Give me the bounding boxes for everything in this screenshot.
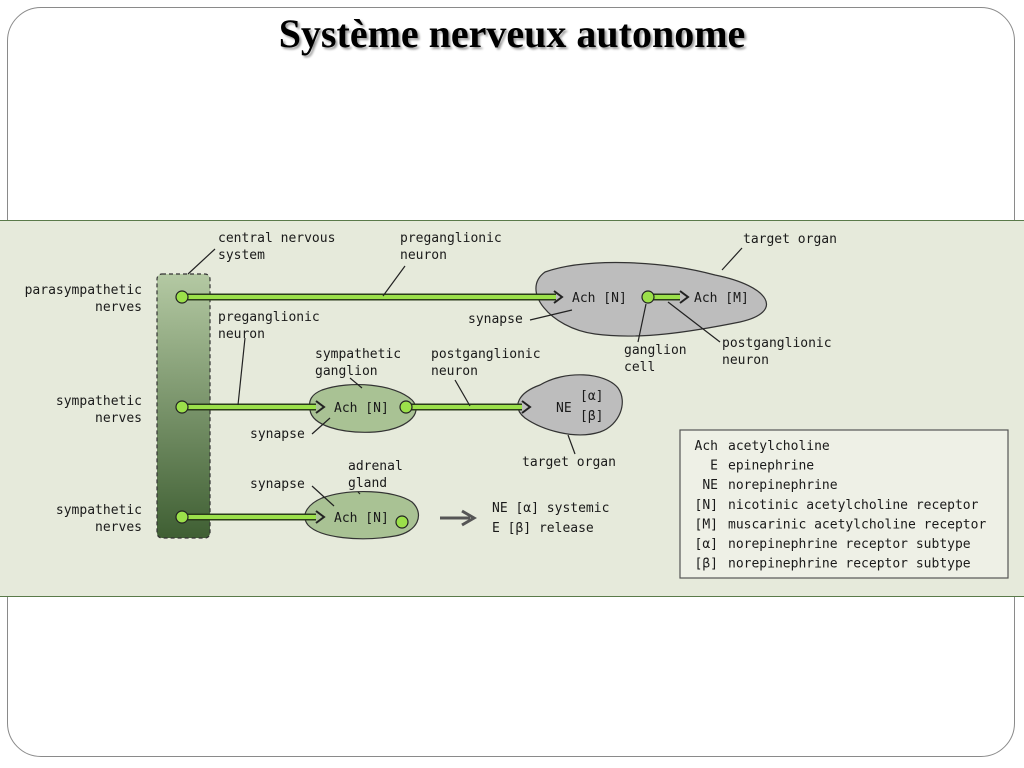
ach-m: Ach [M] [694, 291, 749, 306]
ganglion-cell-body [641, 290, 655, 304]
preganglionic-mid-pointer [237, 337, 246, 406]
target-organ-top-label: target organ [743, 232, 837, 247]
legend-description: norepinephrine receptor subtype [728, 537, 971, 552]
postganglionic-mid-pointer [454, 379, 471, 407]
target-organ-top-pointer [721, 247, 743, 271]
synapse-mid-label: synapse [250, 427, 305, 442]
ne-mid: NE [556, 401, 572, 416]
adrenal-gland-pointer [357, 491, 361, 495]
target-organ-mid-label: target organ [522, 455, 616, 470]
neuron-body-top [175, 290, 189, 304]
legend-box [679, 429, 1009, 579]
synapse-bottom-pointer [311, 485, 335, 507]
synapse-bottom-label: synapse [250, 477, 305, 492]
neuron-body-mid [175, 400, 189, 414]
ach-n-bottom: Ach [N] [334, 511, 389, 526]
legend-description: epinephrine [728, 459, 814, 474]
alpha-mid: [α] [580, 389, 603, 404]
ach-n-top: Ach [N] [572, 291, 627, 306]
synapse-top-pointer [529, 309, 573, 321]
legend-description: norepinephrine [728, 478, 838, 493]
synapse-mid-pointer [311, 417, 331, 435]
synapse-terminal-mid [315, 400, 326, 414]
sympathetic-ganglion-pointer [349, 377, 363, 389]
legend-description: nicotinic acetylcholine receptor [728, 498, 979, 513]
ganglion-neuron-body [399, 400, 413, 414]
legend-key: [β] [695, 557, 718, 572]
beta-mid: [β] [580, 409, 603, 424]
preganglionic-top-pointer [382, 265, 406, 297]
legend-key: Ach [695, 439, 718, 454]
legend-description: muscarinic acetylcholine receptor [728, 517, 986, 532]
synapse-terminal-bottom [315, 510, 326, 524]
legend-key: [N] [695, 498, 718, 513]
slide-title: Système nerveux autonome [278, 11, 746, 56]
synapse-terminal-top [553, 290, 564, 304]
systemic-release-line-1: NE [α] systemic [492, 501, 609, 516]
legend-key: [M] [695, 517, 718, 532]
cns-pointer [187, 248, 216, 275]
synapse-terminal-target [521, 400, 532, 414]
legend-description: acetylcholine [728, 439, 830, 454]
legend-key: NE [702, 478, 718, 493]
legend-key: [α] [695, 537, 718, 552]
synapse-terminal-organ [679, 290, 690, 304]
chromaffin-cell [395, 515, 409, 529]
synapse-top-label: synapse [468, 312, 523, 327]
ganglion-cell-pointer [637, 303, 647, 343]
systemic-release-line-2: E [β] release [492, 521, 594, 536]
neuron-body-bottom [175, 510, 189, 524]
postganglionic-top-pointer [667, 301, 721, 343]
target-organ-mid-pointer [567, 434, 576, 455]
legend-description: norepinephrine receptor subtype [728, 557, 971, 572]
ach-n-mid: Ach [N] [334, 401, 389, 416]
legend-key: E [710, 459, 718, 474]
release-arrow [440, 509, 477, 527]
